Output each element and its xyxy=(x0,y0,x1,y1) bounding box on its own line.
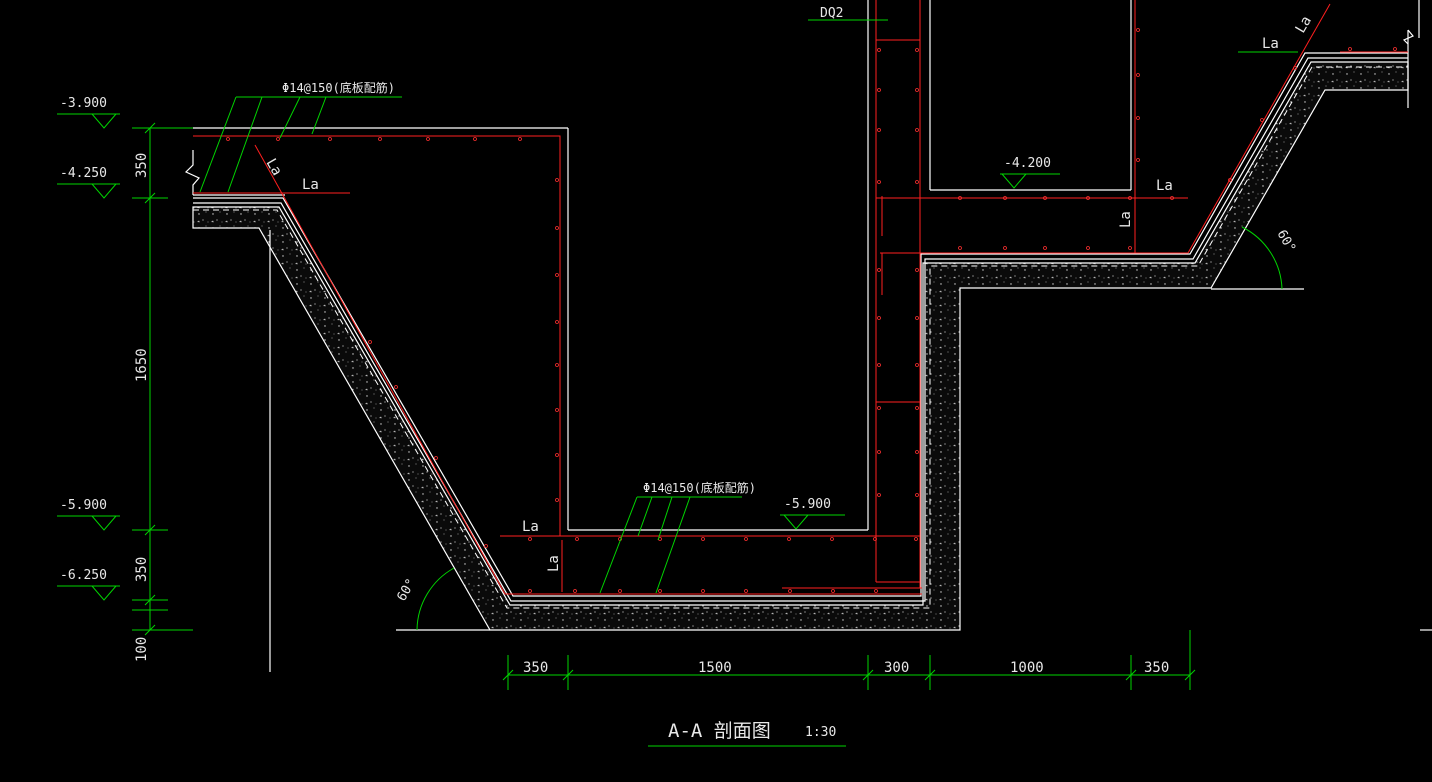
text-labels: -3.900 -4.250 -5.900 -6.250 350 1650 350… xyxy=(60,6,1315,742)
concrete-cushion-fill xyxy=(192,61,1409,631)
anchorage-label: La xyxy=(1262,36,1279,52)
concrete-cushion-layer xyxy=(192,52,1409,631)
wall-tag: DQ2 xyxy=(820,6,843,21)
elevation-label-fourth: -6.250 xyxy=(60,568,107,583)
slope-angle-label-right: 60° xyxy=(1274,228,1299,256)
drawing-title: A-A 剖面图 xyxy=(668,720,771,742)
horizontal-dimension-label: 300 xyxy=(884,660,909,676)
rebar-spec-top: Φ14@150(底板配筋) xyxy=(282,80,395,95)
vertical-dimension-label: 1650 xyxy=(134,348,150,382)
vertical-dimension-label: 350 xyxy=(134,557,150,582)
horizontal-dimension-label: 1000 xyxy=(1010,660,1044,676)
anchorage-label: La xyxy=(263,156,285,179)
rebar-lines xyxy=(193,0,1408,595)
horizontal-dimension-label: 1500 xyxy=(698,660,732,676)
elevation-label-floor: -4.200 xyxy=(1004,156,1051,171)
waterproof-line-a xyxy=(193,57,1408,602)
slope-angle-label-left: 60° xyxy=(394,576,419,604)
anchorage-label: La xyxy=(302,177,319,193)
elevation-markers-left xyxy=(57,113,120,601)
elevation-label-top: -3.900 xyxy=(60,96,107,111)
rebar-leaders xyxy=(199,19,1298,594)
structure-outline xyxy=(184,0,1432,672)
anchorage-label: La xyxy=(1118,211,1134,228)
slope-angle-arcs xyxy=(416,226,1283,631)
rebar-spec-bottom: Φ14@150(底板配筋) xyxy=(643,480,756,495)
horizontal-dimension-chain xyxy=(502,630,1196,690)
vertical-dimension-label: 350 xyxy=(134,153,150,178)
anchorage-label: La xyxy=(1156,178,1173,194)
rebar-dots xyxy=(226,28,1397,593)
elevation-markers-inner xyxy=(780,173,1060,530)
horizontal-dimension-label: 350 xyxy=(1144,660,1169,676)
anchorage-label: La xyxy=(522,519,539,535)
anchorage-label: La xyxy=(546,555,562,572)
vertical-dimension-chain xyxy=(132,122,193,636)
horizontal-dimension-label: 350 xyxy=(523,660,548,676)
anchorage-label: La xyxy=(1293,13,1315,36)
elevation-label-second: -4.250 xyxy=(60,166,107,181)
drawing-scale: 1:30 xyxy=(805,725,836,740)
waterproof-line-b xyxy=(193,66,1408,609)
vertical-dimension-label: 100 xyxy=(134,637,150,662)
elevation-label-pit-bottom: -5.900 xyxy=(784,497,831,512)
elevation-label-third: -5.900 xyxy=(60,498,107,513)
